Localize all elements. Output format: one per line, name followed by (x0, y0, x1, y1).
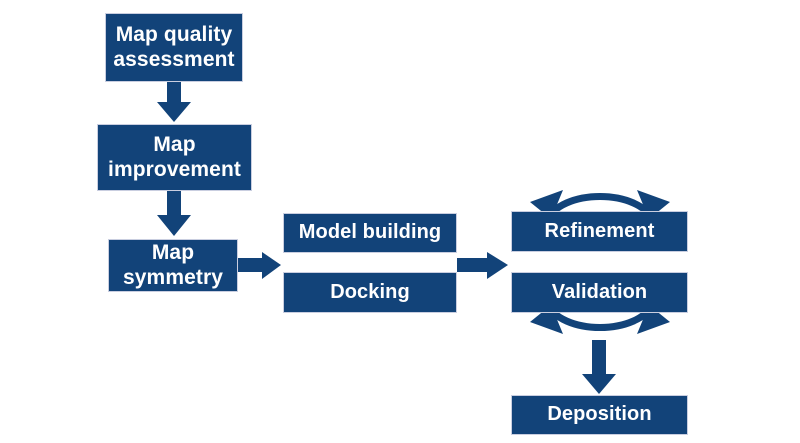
node-docking[interactable]: Docking (283, 272, 457, 313)
node-map-improvement[interactable]: Map improvement (97, 124, 252, 191)
node-label-line-1: Map (153, 132, 196, 156)
node-deposition[interactable]: Deposition (511, 395, 688, 435)
cycle-arc-top-right-arrowhead (637, 190, 670, 219)
node-validation[interactable]: Validation (511, 272, 688, 313)
arrow-quality-to-improvement (157, 82, 191, 122)
node-map-improvement-label: Map improvement (96, 133, 253, 183)
node-label-line-2: improvement (108, 157, 241, 181)
node-refinement[interactable]: Refinement (511, 211, 688, 252)
node-docking-label: Docking (330, 280, 410, 303)
node-model-building[interactable]: Model building (283, 213, 457, 253)
node-refinement-label: Refinement (544, 219, 655, 242)
node-label-line-1: Map (151, 240, 195, 264)
arrow-cycle-to-deposition (582, 340, 616, 394)
node-validation-label: Validation (551, 280, 648, 303)
node-map-quality-assessment-label: Map quality assessment (101, 23, 246, 73)
arrow-improvement-to-symmetry (157, 191, 191, 236)
cycle-arc-top-left-arrowhead (530, 190, 563, 219)
cycle-arc-bottom-right-arrowhead (637, 305, 670, 334)
node-map-symmetry-label: Map symmetry (111, 241, 235, 291)
node-model-building-label: Model building (298, 221, 442, 244)
node-map-quality-assessment[interactable]: Map quality assessment (105, 13, 243, 82)
node-label-line-2: symmetry (122, 265, 224, 289)
cycle-arc-bottom-left-arrowhead (530, 305, 563, 334)
node-map-symmetry[interactable]: Map symmetry (108, 239, 238, 292)
node-label-line-2: assessment (113, 47, 235, 71)
node-deposition-label: Deposition (547, 403, 652, 426)
node-label-line-1: Map quality (115, 22, 233, 46)
arrow-symmetry-to-model (238, 252, 281, 279)
arrow-model-to-refinement (457, 252, 508, 279)
